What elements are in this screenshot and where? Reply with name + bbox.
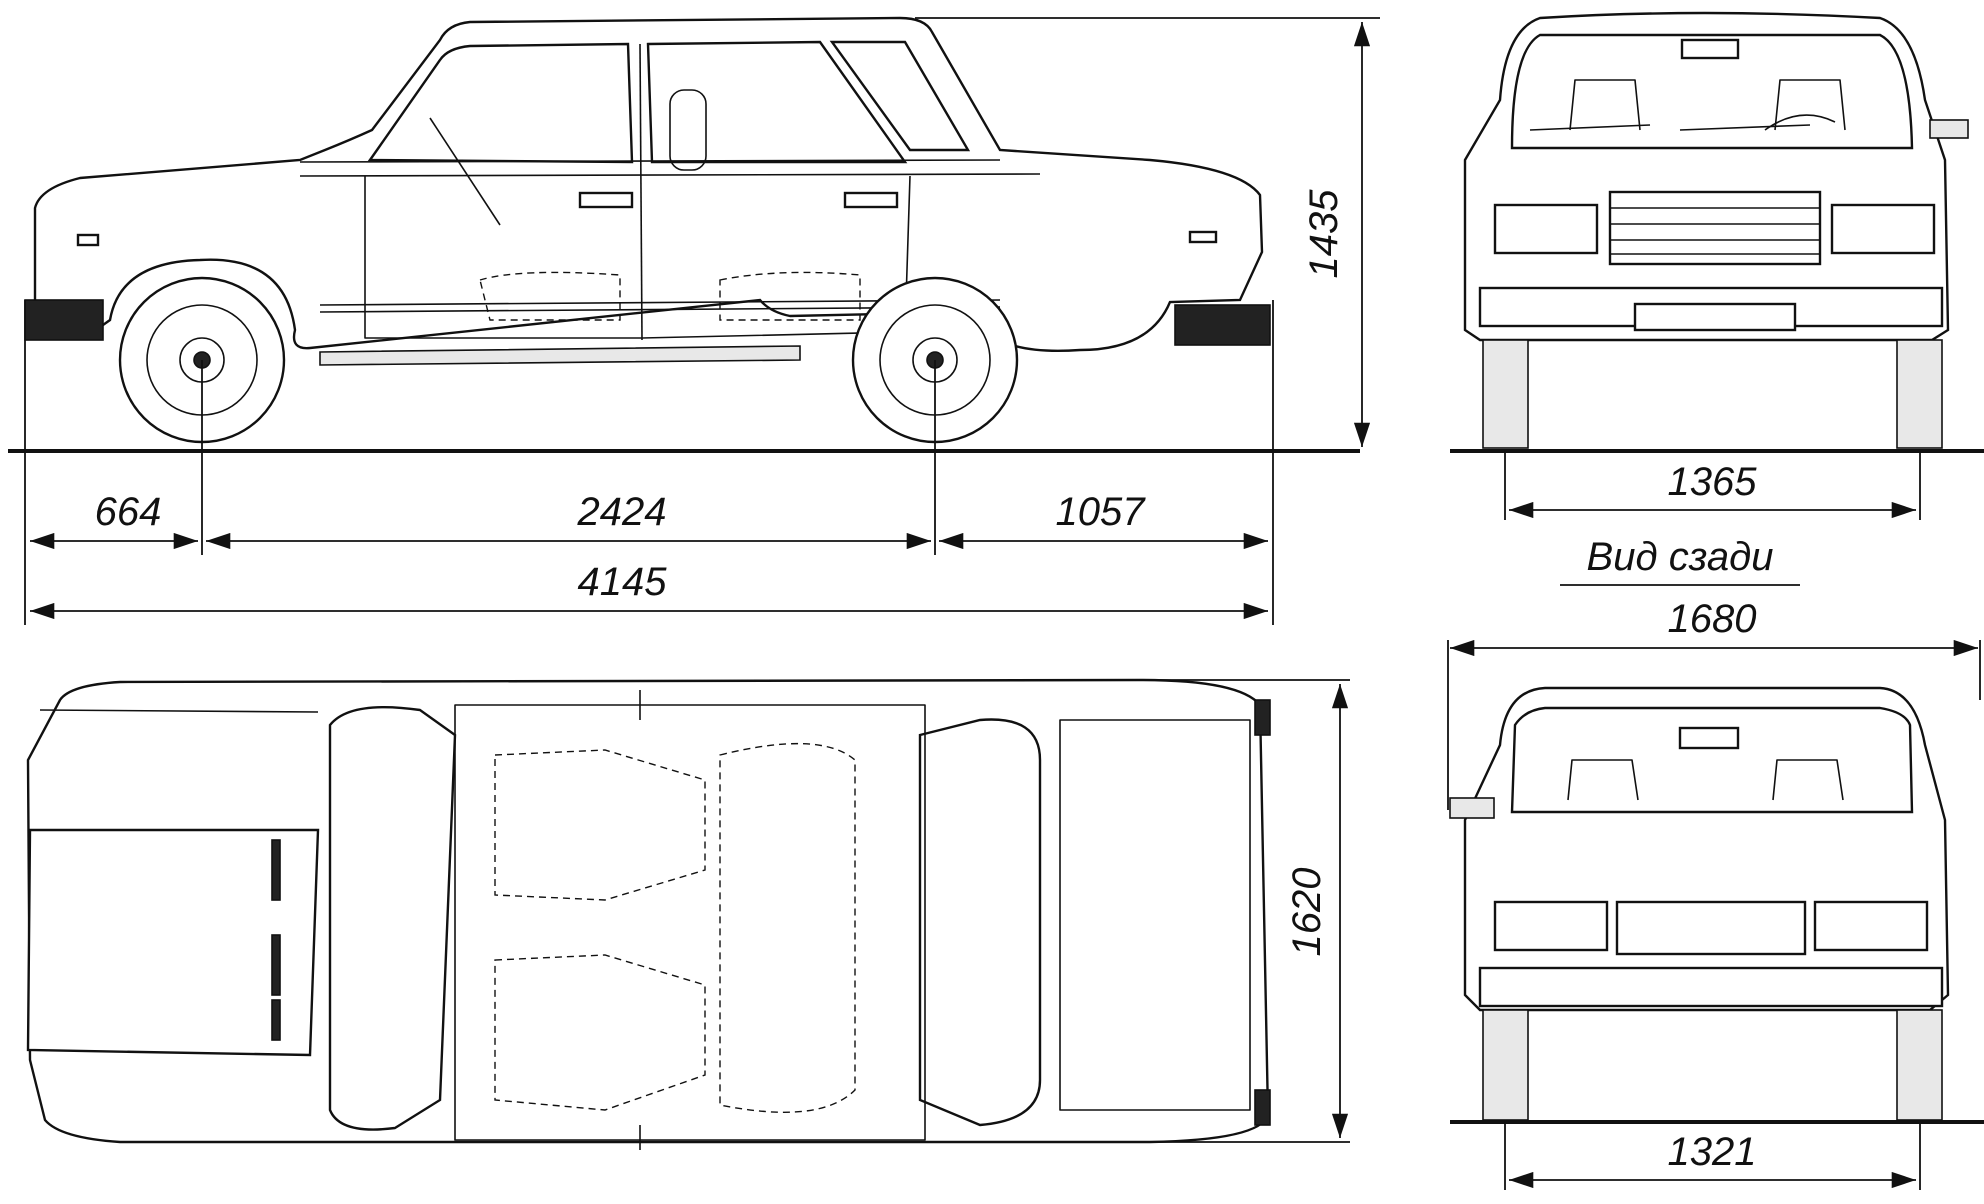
top-hood-edge: [39, 709, 319, 713]
dim-front-overhang-value: 664: [95, 490, 162, 534]
rear-taillight-right: [1813, 900, 1929, 952]
top-roof: [454, 704, 926, 1141]
side-belt-line: [299, 159, 1001, 163]
side-dimensions: 664 2424 1057 4145 1435: [24, 17, 1380, 625]
top-rear-light-bottom: [1254, 1089, 1271, 1126]
side-headrest: [669, 89, 707, 171]
rear-side-mirror: [1449, 797, 1495, 819]
rear-seat-left: [1567, 759, 1639, 801]
dim-front-track-value: 1365: [1668, 460, 1758, 504]
rear-taillight-left: [1493, 900, 1609, 952]
top-front-seat-left: [494, 749, 706, 901]
side-belt-line-2: [299, 173, 1041, 177]
side-front-seat-dashed: [479, 271, 621, 321]
front-grille: [1608, 190, 1822, 266]
rear-seat-right: [1772, 759, 1844, 801]
side-window-rear-door: [646, 40, 908, 164]
side-rear-bumper: [1174, 304, 1271, 346]
dim-rear-overhang-value: 1057: [1056, 490, 1147, 534]
side-wiper-line: [429, 117, 501, 226]
top-trunk: [1059, 719, 1251, 1111]
dim-length-value: 4145: [578, 560, 668, 604]
side-front-bumper: [24, 299, 104, 341]
mirror-width-dimension: 1680: [1447, 597, 1981, 810]
rear-mirror-interior: [1678, 726, 1740, 750]
side-rear-seat-dashed: [719, 271, 861, 321]
dim-width-value: 1620: [1285, 868, 1329, 957]
side-view: [8, 16, 1360, 453]
front-mirror-interior: [1680, 38, 1740, 60]
side-marker-light: [76, 233, 100, 247]
side-sill: [319, 345, 801, 366]
front-seat-left: [1569, 79, 1641, 131]
side-fuel-cap: [1188, 230, 1218, 244]
top-hood: [26, 828, 320, 1057]
front-headlight-left: [1493, 203, 1599, 255]
front-view: [1450, 11, 1984, 453]
dim-mirror-width-value: 1680: [1668, 597, 1757, 641]
rear-window: [1510, 706, 1914, 814]
top-dimensions: 1620: [1040, 679, 1350, 1143]
dim-height-value: 1435: [1302, 189, 1346, 279]
top-rear-window: [918, 718, 1042, 1127]
top-rear-light-top: [1254, 699, 1271, 736]
rear-tire-left: [1482, 1009, 1529, 1121]
top-hood-vents: [271, 839, 281, 1041]
rear-bumper: [1478, 966, 1944, 1008]
front-license-plate: [1633, 302, 1797, 332]
front-tire-right: [1896, 339, 1943, 449]
top-windshield: [328, 705, 457, 1131]
front-headlight-right: [1830, 203, 1936, 255]
front-tire-left: [1482, 339, 1529, 449]
rear-dimensions: 1321: [1504, 1122, 1921, 1190]
rear-view: [1449, 686, 1984, 1124]
front-grille-slats: [1610, 207, 1820, 255]
front-wiper-left: [1529, 124, 1651, 131]
top-rear-seat: [719, 742, 856, 1113]
top-front-seat-right: [494, 954, 706, 1111]
front-dimensions: 1365: [1504, 450, 1921, 520]
dim-rear-track-value: 1321: [1668, 1130, 1757, 1174]
front-wiper-right: [1679, 124, 1811, 131]
rear-tire-right: [1896, 1009, 1943, 1121]
side-front-door: [364, 176, 642, 339]
side-window-front: [367, 42, 634, 164]
rear-view-title: Вид сзади: [1587, 535, 1774, 579]
side-body-outline: [33, 16, 1264, 353]
side-front-door-handle: [578, 191, 634, 209]
side-window-quarter: [829, 40, 971, 152]
top-view: [26, 678, 1271, 1150]
side-rear-door-handle: [843, 191, 899, 209]
front-windshield: [1510, 33, 1914, 150]
dim-wheelbase-value: 2424: [577, 490, 667, 534]
front-side-mirror: [1929, 119, 1969, 139]
front-seat-right: [1774, 79, 1846, 131]
rear-license-plate: [1615, 900, 1807, 956]
side-b-pillar: [639, 43, 643, 341]
